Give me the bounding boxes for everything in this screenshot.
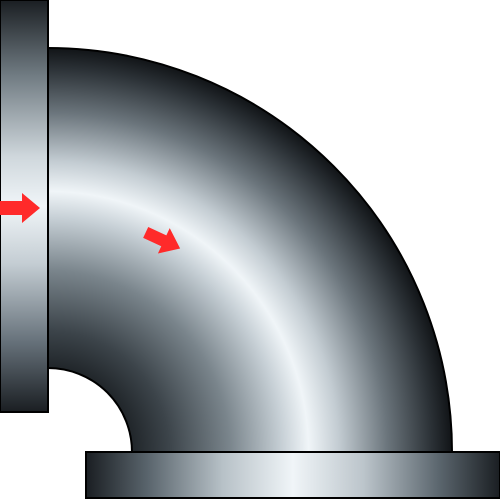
- elbow-body: [47, 46, 454, 453]
- inlet-flow-arrow: [0, 193, 40, 223]
- bottom-flange: [85, 451, 500, 499]
- bend-flow-arrow: [143, 226, 181, 254]
